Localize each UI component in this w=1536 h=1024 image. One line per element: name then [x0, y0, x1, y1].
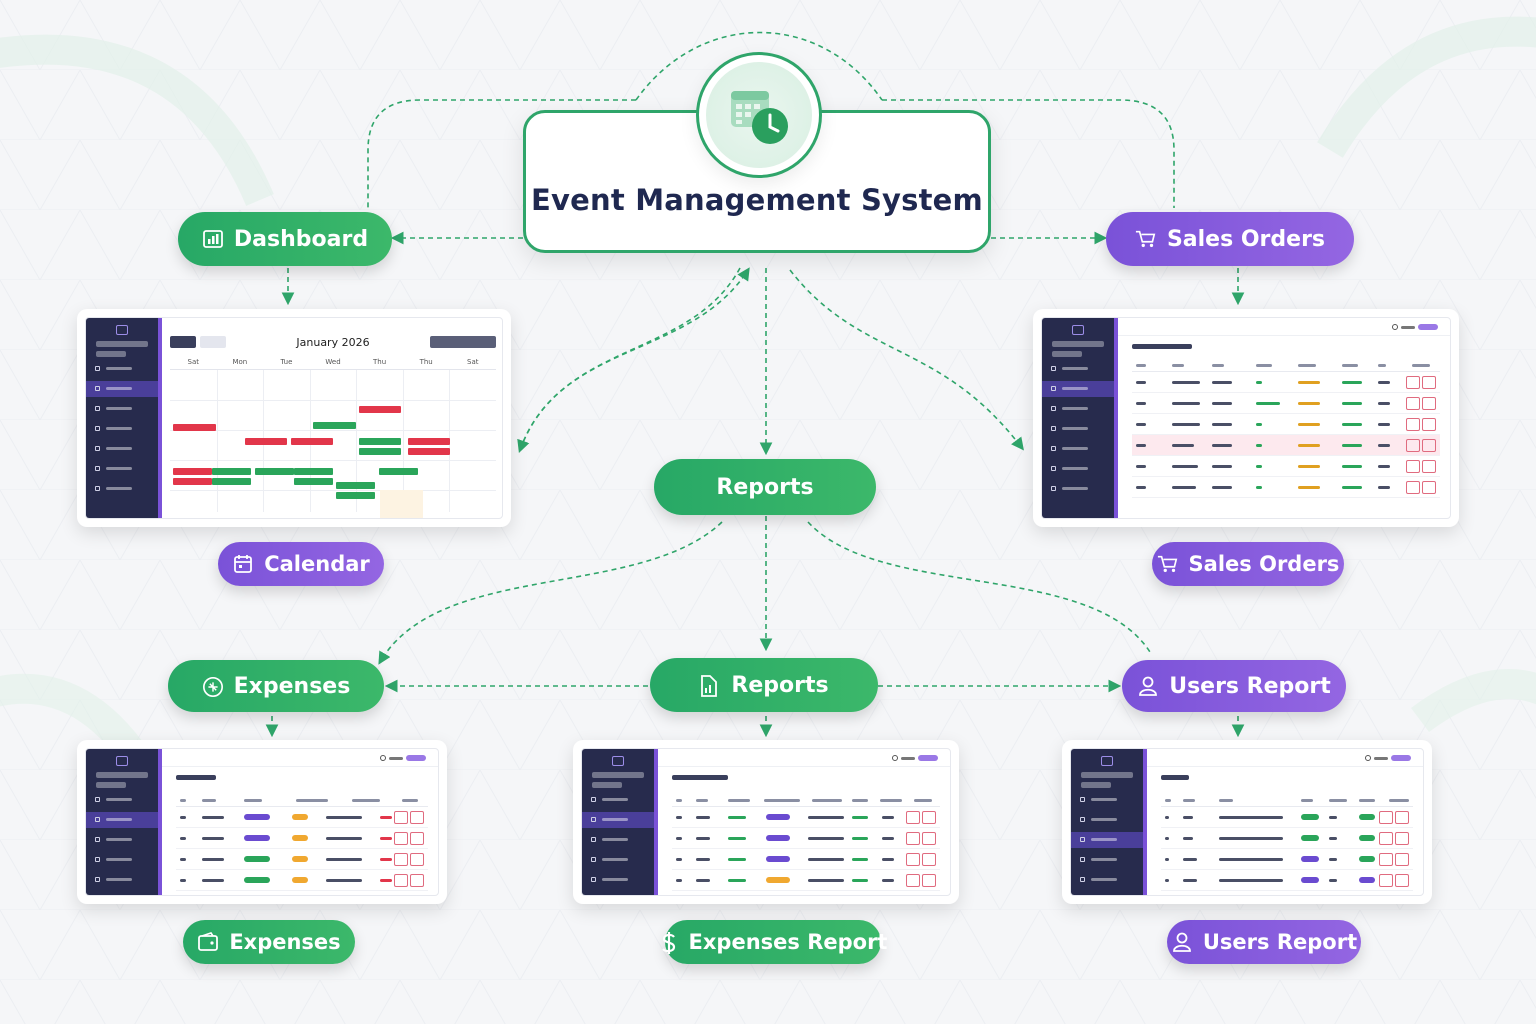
weekday: Sat [187, 358, 200, 366]
weekday: Wed [325, 358, 341, 366]
reports-label: Reports [731, 672, 829, 698]
user-icon [1137, 675, 1159, 697]
sales-orders-label-2: Sales Orders [1188, 552, 1340, 576]
weekday: Thu [419, 358, 433, 366]
users-report-label: Users Report [1169, 673, 1331, 699]
expenses-report-label: Expenses Report [688, 930, 888, 954]
bar-chart-icon [202, 228, 224, 250]
expenses-icon [197, 931, 219, 953]
users-report-node[interactable]: Users Report [1122, 660, 1346, 712]
dashboard-label: Dashboard [233, 226, 369, 252]
calendar-clock-icon [696, 52, 822, 178]
weekday: Tue [280, 358, 293, 366]
expenses-report-preview [573, 740, 959, 904]
users-report-node-2[interactable]: Users Report [1167, 920, 1361, 964]
sales-orders-node-2[interactable]: Sales Orders [1152, 542, 1344, 586]
calendar-weekdays: Sat Mon Tue Wed Thu Thu Sat [170, 358, 496, 370]
shopping-cart-icon [1157, 553, 1179, 575]
expenses-icon [202, 675, 224, 697]
calendar-node[interactable]: Calendar [218, 542, 384, 586]
weekday: Mon [232, 358, 248, 366]
reports-node[interactable]: Reports [650, 658, 878, 712]
report-document-icon [699, 674, 721, 697]
calendar-icon [232, 553, 254, 575]
calendar-label: Calendar [264, 552, 370, 576]
users-report-label-2: Users Report [1202, 930, 1358, 954]
user-icon [1171, 931, 1193, 953]
dashboard-node[interactable]: Dashboard [178, 212, 392, 266]
expenses-preview [77, 740, 447, 904]
dollar-icon [659, 931, 679, 954]
expenses-label: Expenses [233, 673, 351, 699]
expenses-node-2[interactable]: Expenses [183, 920, 355, 964]
calendar-month-title: January 2026 [296, 336, 370, 349]
expenses-report-node[interactable]: Expenses Report [661, 920, 887, 964]
shopping-cart-icon [1135, 228, 1157, 250]
reports-hub-label: Reports [716, 474, 814, 500]
expenses-label-2: Expenses [229, 930, 341, 954]
users-report-preview [1062, 740, 1432, 904]
weekday: Sat [467, 358, 479, 366]
calendar-preview: January 2026 Sat Mon Tue Wed Thu Thu Sat [77, 309, 511, 527]
reports-hub-node[interactable]: Reports [654, 459, 876, 515]
expenses-node[interactable]: Expenses [168, 660, 384, 712]
sales-orders-node[interactable]: Sales Orders [1106, 212, 1354, 266]
weekday: Thu [373, 358, 387, 366]
sales-orders-label: Sales Orders [1166, 226, 1326, 252]
system-title: Event Management System [531, 183, 983, 217]
sales-orders-preview [1033, 309, 1459, 527]
